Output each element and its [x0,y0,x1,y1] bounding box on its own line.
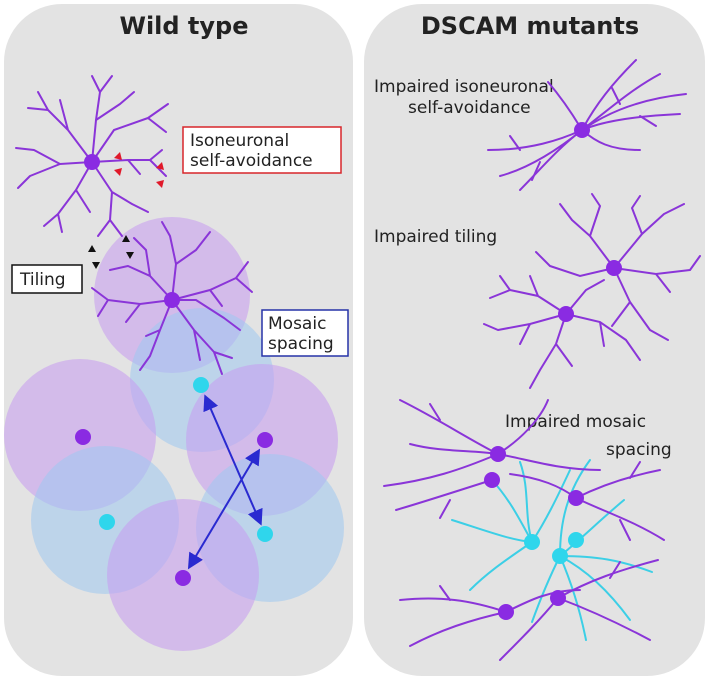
impaired-tiling-neurons [483,193,701,389]
purple-cell-body [568,490,584,506]
mosaic-spacing-label-line2: spacing [268,334,334,354]
neuron-soma [558,306,574,322]
dscam-mutants-title: DSCAM mutants [421,12,639,40]
cyan-cell-body [257,526,273,542]
mosaic-spacing-label-box [261,309,349,357]
cyan-cell-body [193,377,209,393]
neuron-soma [574,122,590,138]
neuron-soma [164,292,180,308]
self-avoidance-label-box [182,126,342,174]
cyan-cell-body [99,514,115,530]
impaired-self-avoidance-label-line1: Impaired isoneuronal [374,77,554,97]
purple-cell-body [490,446,506,462]
dscam-mutants-panel [364,4,705,676]
impaired-mosaic-label-line1: Impaired mosaic [505,412,646,432]
impaired-mosaic-purple-dendrites [383,399,665,661]
neuron-soma [84,154,100,170]
impaired-tiling-label: Impaired tiling [374,227,497,247]
impaired-mosaic-label-line2: spacing [606,440,672,460]
purple-cell-body [257,432,273,448]
self-avoidance-arrows [114,152,164,188]
cyan-cell-body [552,548,568,564]
impaired-self-avoidance-label-line2: self-avoidance [408,98,531,118]
cyan-cell-body [524,534,540,550]
wild-type-neuron-middle [91,221,253,375]
wild-type-title: Wild type [119,12,248,40]
purple-cell-body [175,570,191,586]
tiling-label: Tiling [19,270,66,290]
wild-type-neuron-top [15,75,169,237]
cyan-cell-body [568,532,584,548]
self-avoidance-label-line2: self-avoidance [190,151,313,171]
mosaic-spacing-arrow [187,448,261,570]
tiling-arrows [88,235,134,269]
mosaic-spacing-label-line1: Mosaic [268,314,326,334]
neuron-soma [606,260,622,276]
purple-cell-body [498,604,514,620]
tiling-label-box [11,264,83,294]
self-avoidance-label-line1: Isoneuronal [190,131,289,151]
purple-cell-body [484,472,500,488]
impaired-self-avoidance-neuron [487,59,687,191]
purple-cell-body [75,429,91,445]
purple-cell-body [550,590,566,606]
